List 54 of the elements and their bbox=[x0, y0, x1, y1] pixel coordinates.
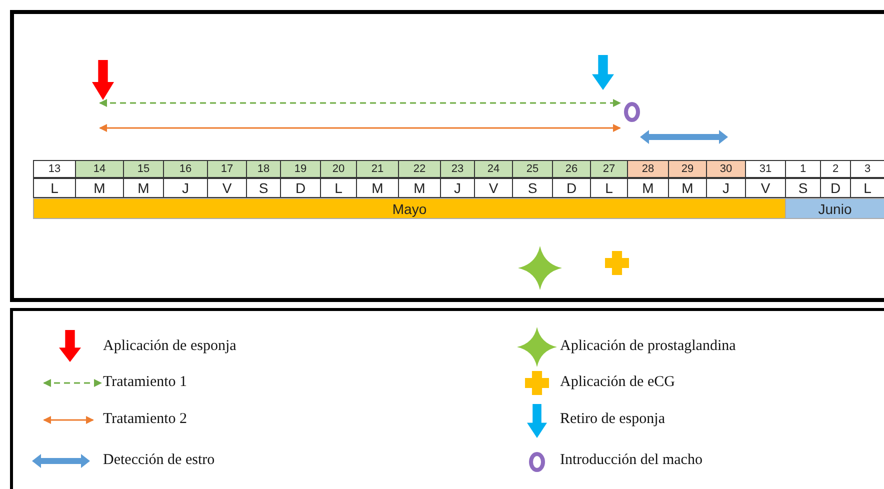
weekday-letter: S bbox=[785, 178, 821, 198]
weekday-letter: D bbox=[820, 178, 851, 198]
day-number: 30 bbox=[706, 160, 746, 178]
day-number: 18 bbox=[246, 160, 281, 178]
day-number: 20 bbox=[320, 160, 357, 178]
weekday-letter: M bbox=[75, 178, 124, 198]
day-number: 23 bbox=[440, 160, 475, 178]
legend-label: Detección de estro bbox=[103, 452, 215, 469]
month-band: Mayo bbox=[33, 198, 786, 219]
day-number: 29 bbox=[668, 160, 707, 178]
day-number: 19 bbox=[280, 160, 321, 178]
day-number: 22 bbox=[398, 160, 441, 178]
legend-label: Aplicación de esponja bbox=[103, 338, 236, 355]
weekday-letter: M bbox=[398, 178, 441, 198]
day-number: 31 bbox=[745, 160, 786, 178]
day-number: 26 bbox=[552, 160, 591, 178]
day-number: 13 bbox=[33, 160, 76, 178]
day-number: 17 bbox=[207, 160, 247, 178]
weekday-letter: D bbox=[280, 178, 321, 198]
weekday-letter: J bbox=[163, 178, 208, 198]
day-number: 27 bbox=[590, 160, 628, 178]
day-number: 25 bbox=[512, 160, 553, 178]
weekday-letter: D bbox=[552, 178, 591, 198]
month-band: Junio bbox=[785, 198, 884, 219]
legend-label: Tratamiento 2 bbox=[103, 411, 188, 428]
day-number: 16 bbox=[163, 160, 208, 178]
day-number: 15 bbox=[123, 160, 164, 178]
weekday-letter: J bbox=[440, 178, 475, 198]
legend-label: Tratamiento 1 bbox=[103, 374, 188, 391]
day-number: 2 bbox=[820, 160, 851, 178]
weekday-letter: V bbox=[207, 178, 247, 198]
weekday-letter: V bbox=[745, 178, 786, 198]
weekday-letter: J bbox=[706, 178, 746, 198]
weekday-letter: L bbox=[850, 178, 884, 198]
day-number: 1 bbox=[785, 160, 821, 178]
weekday-letter: M bbox=[627, 178, 669, 198]
weekday-letter: M bbox=[123, 178, 164, 198]
weekday-letter: M bbox=[356, 178, 399, 198]
legend-label: Aplicación de eCG bbox=[560, 374, 675, 391]
day-number: 24 bbox=[474, 160, 513, 178]
weekday-letter: V bbox=[474, 178, 513, 198]
weekday-letter: S bbox=[512, 178, 553, 198]
day-number: 3 bbox=[850, 160, 884, 178]
weekday-letter: L bbox=[590, 178, 628, 198]
weekday-letter: S bbox=[246, 178, 281, 198]
day-number: 14 bbox=[75, 160, 124, 178]
legend-label: Retiro de esponja bbox=[560, 411, 665, 428]
legend-label: Introducción del macho bbox=[560, 452, 702, 469]
weekday-letter: L bbox=[320, 178, 357, 198]
weekday-letter: M bbox=[668, 178, 707, 198]
weekday-letter: L bbox=[33, 178, 76, 198]
legend-label: Aplicación de prostaglandina bbox=[560, 338, 736, 355]
day-number: 28 bbox=[627, 160, 669, 178]
day-number: 21 bbox=[356, 160, 399, 178]
